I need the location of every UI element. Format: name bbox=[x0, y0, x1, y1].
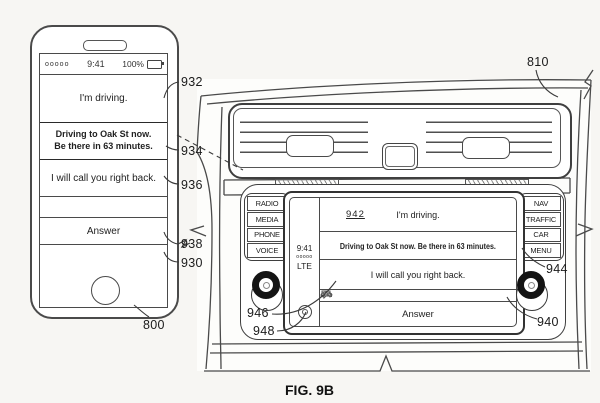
phone-button[interactable]: PHONE bbox=[247, 227, 287, 243]
answer-button[interactable]: Answer bbox=[40, 218, 167, 245]
ref-948: 948 bbox=[253, 324, 275, 338]
reply-highlighted-line2: Be there in 63 minutes. bbox=[54, 141, 153, 151]
voice-button[interactable]: VOICE bbox=[247, 243, 287, 258]
home-button-icon[interactable] bbox=[91, 276, 120, 305]
radio-button[interactable]: RADIO bbox=[247, 196, 287, 211]
empty-row bbox=[40, 197, 167, 218]
signal-dots-icon: ooooo bbox=[296, 254, 313, 260]
answer-label: Answer bbox=[86, 225, 121, 237]
incoming-message-text: I'm driving. bbox=[79, 93, 128, 104]
ref-930: 930 bbox=[181, 256, 203, 270]
reply-highlighted-line1: Driving to Oak St now. bbox=[55, 129, 152, 140]
phone-clock: 9:41 bbox=[87, 59, 105, 69]
phone-status-bar: ooooo 9:41 100% bbox=[40, 54, 167, 75]
reply-secondary-text: I will call you right back. bbox=[50, 172, 157, 184]
car-answer-label: Answer bbox=[402, 308, 434, 320]
menu-button[interactable]: MENU bbox=[521, 243, 561, 258]
ref-946: 946 bbox=[247, 306, 269, 320]
car-incoming-row: 942 I'm driving. bbox=[320, 198, 516, 232]
car-screen: 9:41 ooooo LTE 942 I'm driving. Driving … bbox=[289, 197, 517, 327]
figure-caption: FIG. 9B bbox=[285, 382, 335, 398]
nav-button[interactable]: NAV bbox=[521, 196, 561, 211]
car-button[interactable]: CAR bbox=[521, 227, 561, 243]
car-display-bezel: 9:41 ooooo LTE 942 I'm driving. Driving … bbox=[283, 191, 525, 335]
ref-934: 934 bbox=[181, 144, 203, 158]
traffic-button[interactable]: TRAFFIC bbox=[521, 211, 561, 227]
ref-940: 940 bbox=[537, 315, 559, 329]
car-answer-button[interactable]: Answer bbox=[320, 302, 516, 326]
car-incoming-text: I'm driving. bbox=[396, 209, 440, 220]
volume-knob[interactable] bbox=[252, 271, 280, 299]
incoming-message-row: I'm driving. bbox=[40, 75, 167, 122]
reply-option-secondary[interactable]: I will call you right back. bbox=[40, 160, 167, 197]
car-reply-highlighted-text: Driving to Oak St now. Be there in 63 mi… bbox=[339, 240, 497, 251]
ref-944: 944 bbox=[546, 262, 568, 276]
ref-932: 932 bbox=[181, 75, 203, 89]
ref-800: 800 bbox=[143, 318, 165, 332]
hazard-switch[interactable] bbox=[382, 143, 418, 170]
phone-screen: ooooo 9:41 100% I'm driving. Driving to … bbox=[39, 53, 168, 308]
tune-knob[interactable] bbox=[517, 271, 545, 299]
network-badge: LTE bbox=[297, 261, 312, 271]
earpiece-speaker-icon bbox=[83, 40, 127, 51]
message-overlay: 942 I'm driving. Driving to Oak St now. … bbox=[320, 198, 516, 326]
ref-938: 938 bbox=[181, 237, 203, 251]
ref-936: 936 bbox=[181, 178, 203, 192]
icon-strip bbox=[320, 290, 516, 302]
media-button[interactable]: MEDIA bbox=[247, 211, 287, 227]
ref-942: 942 bbox=[346, 209, 365, 220]
left-button-column: RADIO MEDIA PHONE VOICE bbox=[244, 193, 290, 261]
car-reply-highlighted-row[interactable]: Driving to Oak St now. Be there in 63 mi… bbox=[320, 232, 516, 260]
battery-icon bbox=[147, 59, 164, 69]
left-vent-slider[interactable] bbox=[286, 135, 334, 157]
voice-circle-icon[interactable] bbox=[297, 305, 312, 319]
car-status-sidebar: 9:41 ooooo LTE bbox=[290, 198, 320, 326]
car-reply-secondary-row[interactable]: I will call you right back. bbox=[320, 260, 516, 290]
right-vent-slider[interactable] bbox=[462, 137, 510, 159]
ref-810: 810 bbox=[527, 55, 549, 69]
air-vent-assembly bbox=[228, 103, 572, 179]
signal-dots-icon: ooooo bbox=[45, 60, 70, 68]
battery-percent: 100% bbox=[122, 59, 144, 69]
phone-handset-icon bbox=[320, 291, 333, 298]
smartphone: ooooo 9:41 100% I'm driving. Driving to … bbox=[30, 25, 179, 319]
reply-option-highlighted[interactable]: Driving to Oak St now. Be there in 63 mi… bbox=[40, 122, 167, 160]
car-reply-secondary-text: I will call you right back. bbox=[370, 269, 466, 280]
car-clock: 9:41 bbox=[296, 244, 313, 253]
